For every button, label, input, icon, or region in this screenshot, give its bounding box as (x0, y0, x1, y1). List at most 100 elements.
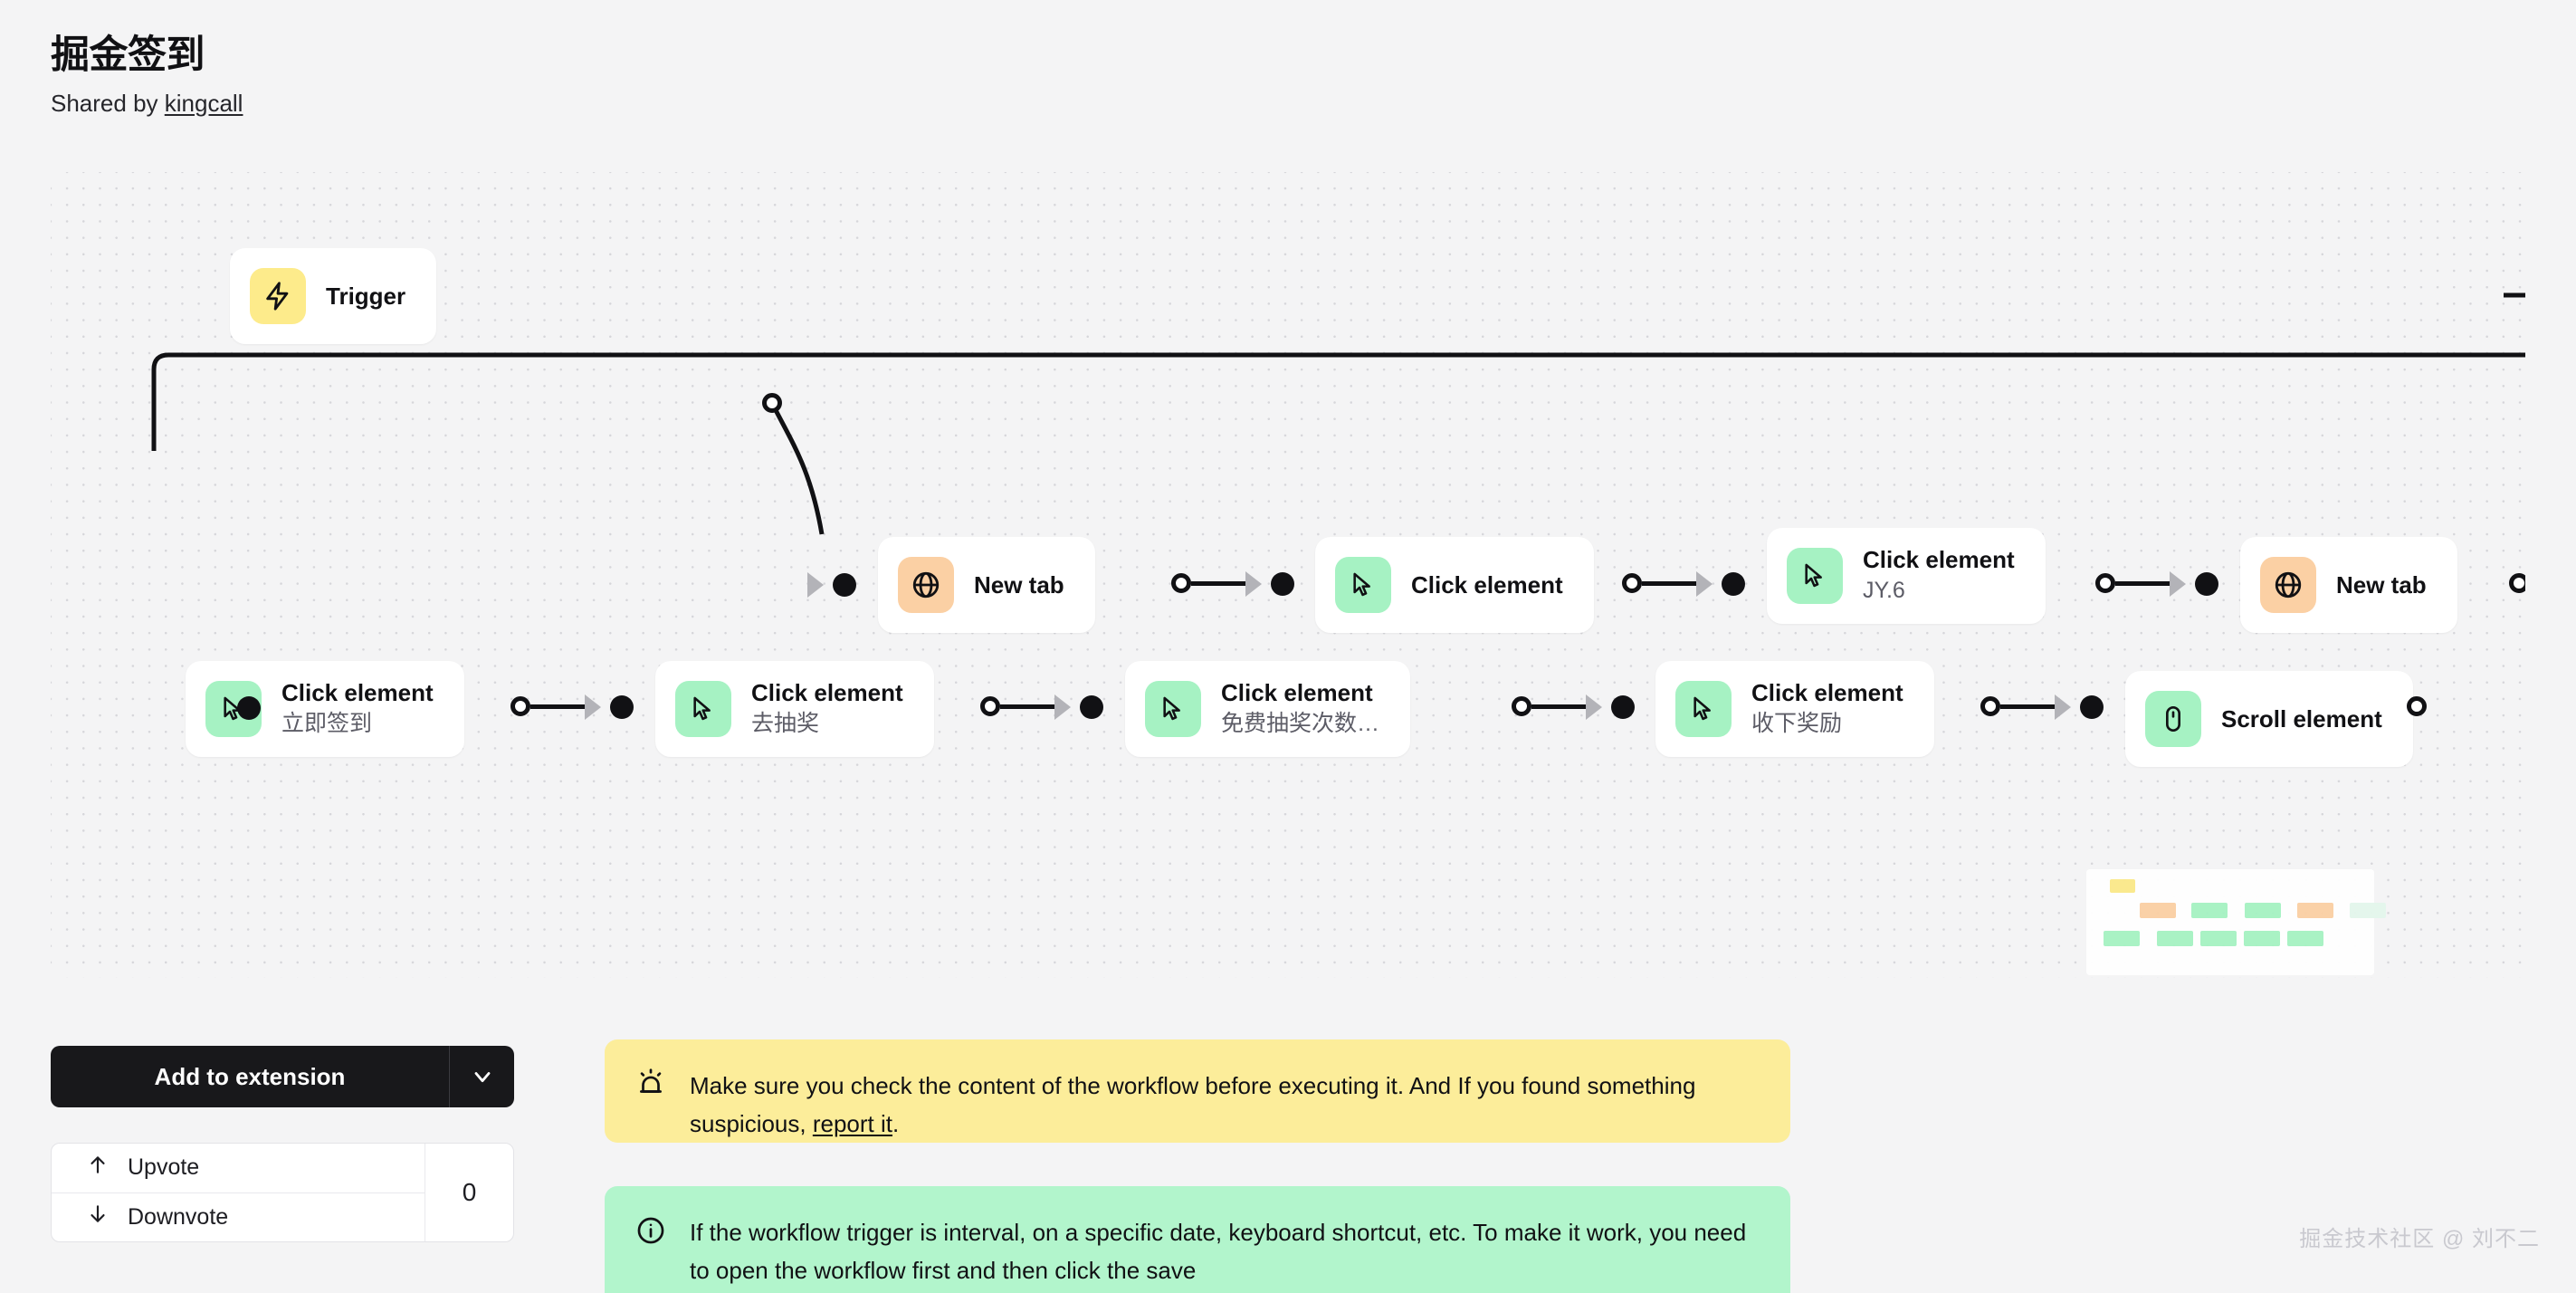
node-scroll-element[interactable]: Scroll element (2125, 671, 2413, 767)
node-text: Click element 去抽奖 (751, 679, 903, 738)
page-header: 掘金签到 Shared by kingcall (51, 34, 243, 118)
warning-banner: Make sure you check the content of the w… (605, 1039, 1790, 1143)
warning-text-after: . (892, 1110, 900, 1138)
edge-line (2000, 704, 2060, 709)
warning-text-before: Make sure you check the content of the w… (690, 1072, 1696, 1138)
port-in-click5[interactable] (1080, 695, 1103, 719)
cursor-icon (1675, 681, 1732, 737)
port-in-click6[interactable] (1611, 695, 1635, 719)
workflow-canvas[interactable]: Trigger New tab (51, 172, 2525, 978)
add-to-extension-label: Add to extension (154, 1062, 346, 1090)
node-title: Trigger (326, 282, 406, 310)
port-in-newtab2[interactable] (2195, 572, 2218, 596)
wrap-edge (151, 292, 2525, 451)
report-it-link[interactable]: report it (812, 1110, 892, 1138)
port-out-click4[interactable] (980, 696, 1000, 716)
edge-trigger-newtab1 (772, 407, 825, 535)
upvote-button[interactable]: Upvote (52, 1144, 425, 1192)
node-text: Scroll element (2221, 705, 2382, 733)
port-out-click5[interactable] (1512, 696, 1531, 716)
node-text: New tab (974, 571, 1064, 599)
node-title: Click element (1751, 679, 1903, 707)
downvote-button[interactable]: Downvote (52, 1192, 425, 1242)
port-in-scroll1[interactable] (2080, 695, 2104, 719)
port-in-click3[interactable] (237, 696, 261, 720)
edge-arrow (807, 572, 824, 598)
edge-line (1642, 581, 1702, 586)
siren-icon (635, 1067, 666, 1116)
node-text: New tab (2336, 571, 2427, 599)
minimap-node (2244, 931, 2280, 946)
port-out-scroll1[interactable] (2407, 696, 2427, 716)
node-click-element-3[interactable]: Click element 立即签到 (186, 661, 464, 757)
mouse-icon (2145, 691, 2201, 747)
add-to-extension-button[interactable]: Add to extension (51, 1046, 514, 1107)
minimap-node (2157, 931, 2193, 946)
node-trigger[interactable]: Trigger (230, 248, 437, 344)
node-subtitle: 收下奖励 (1751, 711, 1843, 737)
globe-icon (2260, 557, 2316, 613)
node-click-element-5[interactable]: Click element 免费抽奖次数… (1125, 661, 1411, 757)
node-title: Click element (751, 679, 903, 707)
edge-line (530, 704, 590, 709)
port-out-click1[interactable] (1622, 573, 1642, 593)
edge-arrow (1586, 694, 1602, 720)
port-out-newtab2[interactable] (2509, 573, 2525, 593)
port-in-newtab1[interactable] (833, 573, 856, 597)
port-in-click1[interactable] (1271, 572, 1294, 596)
edge-arrow (1696, 571, 1713, 597)
node-click-element-1[interactable]: Click element (1315, 537, 1594, 633)
cursor-icon (1335, 557, 1391, 613)
node-new-tab-1[interactable]: New tab (878, 537, 1095, 633)
node-click-element-6[interactable]: Click element 收下奖励 (1655, 661, 1934, 757)
port-out-newtab1[interactable] (1171, 573, 1191, 593)
node-title: New tab (974, 570, 1064, 599)
node-text: Click element (1411, 571, 1563, 599)
edge-arrow (2170, 571, 2186, 597)
node-text: Click element 免费抽奖次数… (1221, 679, 1379, 738)
edge-line (1191, 581, 1251, 586)
node-click-element-2[interactable]: Click element JY.6 (1767, 528, 2046, 624)
port-out-click3[interactable] (510, 696, 530, 716)
shared-by-line: Shared by kingcall (51, 90, 243, 118)
node-subtitle: 免费抽奖次数… (1221, 711, 1380, 737)
port-in-click2[interactable] (1722, 572, 1745, 596)
edge-arrow (2055, 694, 2071, 720)
cursor-icon (1145, 681, 1201, 737)
node-new-tab-2[interactable]: New tab (2240, 537, 2457, 633)
edge-line (1531, 704, 1591, 709)
vote-actions: Upvote Downvote (52, 1144, 425, 1241)
node-subtitle: 去抽奖 (751, 711, 820, 737)
downvote-label: Downvote (128, 1203, 229, 1230)
port-in-click4[interactable] (610, 695, 634, 719)
port-out-click6[interactable] (1980, 696, 2000, 716)
minimap-node (2245, 903, 2281, 918)
port-out-click2[interactable] (2095, 573, 2115, 593)
minimap-node (2287, 931, 2323, 946)
vote-count: 0 (425, 1144, 513, 1241)
edge-line (1000, 704, 1060, 709)
chevron-down-icon[interactable] (449, 1046, 514, 1107)
lightning-icon (250, 268, 306, 324)
node-text: Trigger (326, 283, 405, 311)
minimap-node (2104, 931, 2140, 946)
minimap-node (2140, 903, 2176, 918)
port-out-trigger[interactable] (762, 393, 782, 413)
node-text: Click element 收下奖励 (1751, 679, 1903, 738)
canvas-minimap[interactable] (2086, 869, 2386, 975)
info-banner-text: If the workflow trigger is interval, on … (690, 1219, 1747, 1285)
node-title: Scroll element (2221, 704, 2382, 733)
node-click-element-4[interactable]: Click element 去抽奖 (655, 661, 934, 757)
minimap-node (2200, 931, 2237, 946)
edge-line (2115, 581, 2175, 586)
edge-arrow (585, 694, 601, 720)
author-link[interactable]: kingcall (164, 90, 243, 118)
arrow-up-icon (86, 1153, 110, 1183)
cursor-icon (1787, 548, 1843, 604)
shared-by-label: Shared by (51, 90, 165, 118)
edge-arrow (1054, 694, 1071, 720)
node-title: Click element (281, 679, 434, 707)
node-title: New tab (2336, 570, 2427, 599)
arrow-down-icon (86, 1202, 110, 1232)
